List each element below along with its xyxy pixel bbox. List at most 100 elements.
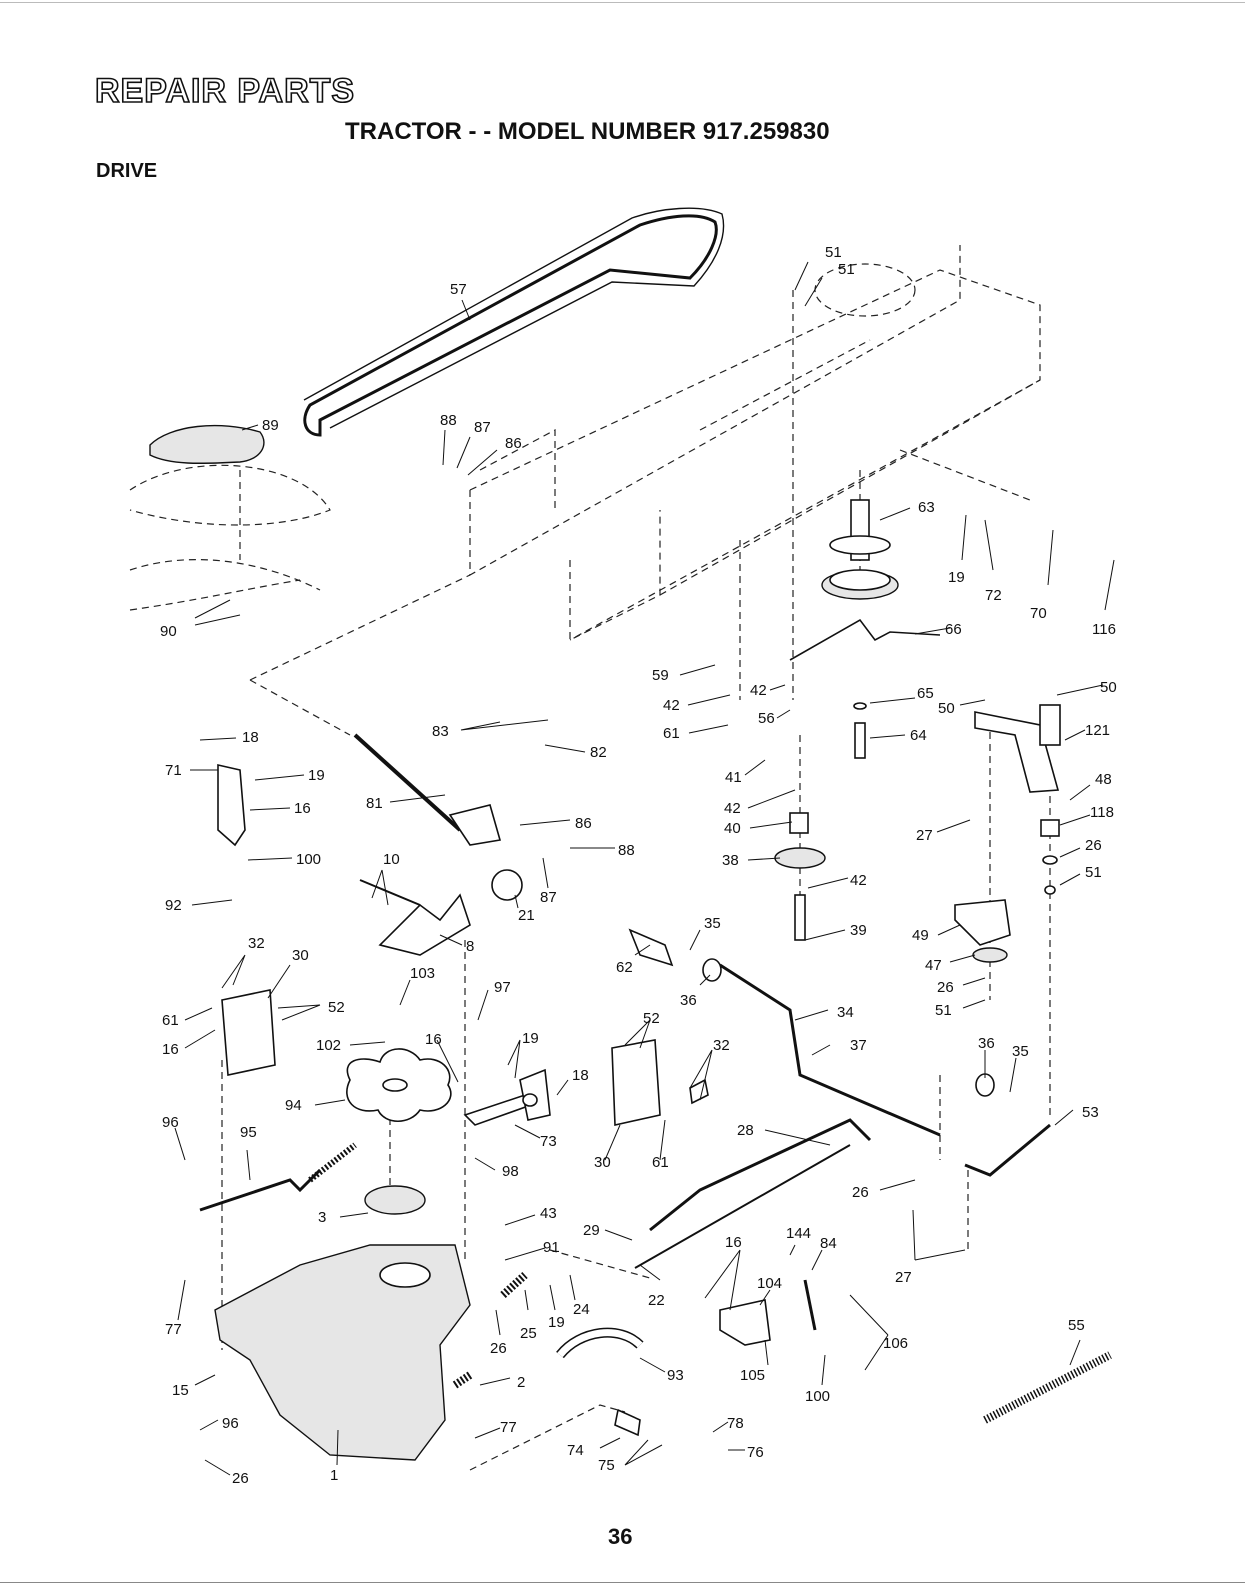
callout-42: 42 <box>750 682 767 699</box>
page-title: REPAIR PARTS <box>94 71 356 111</box>
callout-52: 52 <box>643 1010 660 1027</box>
callout-50: 50 <box>1100 679 1117 696</box>
callout-98: 98 <box>502 1163 519 1180</box>
transaxle-part-1 <box>214 1185 471 1461</box>
callout-30: 30 <box>292 947 309 964</box>
callout-27: 27 <box>916 827 933 844</box>
callout-82: 82 <box>590 744 607 761</box>
callout-96: 96 <box>162 1114 179 1131</box>
callout-51: 51 <box>1085 864 1102 881</box>
springs <box>452 1272 1112 1424</box>
callout-94: 94 <box>285 1097 302 1114</box>
callout-26: 26 <box>1085 837 1102 854</box>
callout-105: 105 <box>740 1367 765 1384</box>
callout-57: 57 <box>450 281 467 298</box>
callout-32: 32 <box>248 935 265 952</box>
bracket-part-71 <box>217 763 246 847</box>
hose-part-93 <box>556 1327 644 1359</box>
callout-75: 75 <box>598 1457 615 1474</box>
shift-linkage-81 <box>353 733 523 956</box>
callout-71: 71 <box>165 762 182 779</box>
callout-42: 42 <box>663 697 680 714</box>
callout-19: 19 <box>522 1030 539 1047</box>
callout-63: 63 <box>918 499 935 516</box>
callout-19: 19 <box>948 569 965 586</box>
callout-90: 90 <box>160 623 177 640</box>
callout-53: 53 <box>1082 1104 1099 1121</box>
callout-21: 21 <box>518 907 535 924</box>
callout-35: 35 <box>1012 1043 1029 1060</box>
callout-28: 28 <box>737 1122 754 1139</box>
callout-36: 36 <box>978 1035 995 1052</box>
callout-83: 83 <box>432 723 449 740</box>
callout-61: 61 <box>652 1154 669 1171</box>
callout-30: 30 <box>594 1154 611 1171</box>
callout-2: 2 <box>517 1374 525 1391</box>
callout-62: 62 <box>616 959 633 976</box>
callout-100: 100 <box>805 1388 830 1405</box>
top-border <box>0 2 1245 3</box>
callout-37: 37 <box>850 1037 867 1054</box>
callout-10: 10 <box>383 851 400 868</box>
callout-104: 104 <box>757 1275 782 1292</box>
callout-77: 77 <box>165 1321 182 1338</box>
callout-88: 88 <box>440 412 457 429</box>
callout-64: 64 <box>910 727 927 744</box>
callout-38: 38 <box>722 852 739 869</box>
axle-shaft-95 <box>199 1142 357 1212</box>
callout-51: 51 <box>825 244 842 261</box>
callout-87: 87 <box>540 889 557 906</box>
callout-81: 81 <box>366 795 383 812</box>
callout-34: 34 <box>837 1004 854 1021</box>
callout-77: 77 <box>500 1419 517 1436</box>
callout-78: 78 <box>727 1415 744 1432</box>
callout-leader-lines <box>174 261 1115 1476</box>
callout-19: 19 <box>548 1314 565 1331</box>
callout-labels: 57 51 51 89 88 87 86 63 19 72 70 116 90 … <box>160 244 1117 1487</box>
callout-61: 61 <box>162 1012 179 1029</box>
callout-86: 86 <box>505 435 522 452</box>
callout-16: 16 <box>294 800 311 817</box>
tractor-frame <box>129 245 1041 736</box>
model-subtitle: TRACTOR - - MODEL NUMBER 917.259830 <box>345 118 830 145</box>
callout-50: 50 <box>938 700 955 717</box>
callout-51: 51 <box>838 261 855 278</box>
bracket-plate-30 <box>221 989 661 1126</box>
callout-22: 22 <box>648 1292 665 1309</box>
callout-72: 72 <box>985 587 1002 604</box>
callout-76: 76 <box>747 1444 764 1461</box>
small-parts <box>522 928 995 1437</box>
callout-15: 15 <box>172 1382 189 1399</box>
callout-3: 3 <box>318 1209 326 1226</box>
callout-116: 116 <box>1092 621 1116 638</box>
callout-144: 144 <box>786 1225 811 1242</box>
callout-19: 19 <box>308 767 325 784</box>
callout-24: 24 <box>573 1301 590 1318</box>
callout-88: 88 <box>618 842 635 859</box>
callout-40: 40 <box>724 820 741 837</box>
callout-26: 26 <box>490 1340 507 1357</box>
callout-16: 16 <box>725 1234 742 1251</box>
callout-96: 96 <box>222 1415 239 1432</box>
pulley-assembly-63 <box>789 499 941 759</box>
callout-29: 29 <box>583 1222 600 1239</box>
callout-18: 18 <box>572 1067 589 1084</box>
callout-86: 86 <box>575 815 592 832</box>
callout-97: 97 <box>494 979 511 996</box>
callout-41: 41 <box>725 769 742 786</box>
callout-26: 26 <box>852 1184 869 1201</box>
callout-87: 87 <box>474 419 491 436</box>
callout-84: 84 <box>820 1235 837 1252</box>
bottom-border <box>0 1582 1245 1583</box>
callout-49: 49 <box>912 927 929 944</box>
callout-52: 52 <box>328 999 345 1016</box>
callout-121: 121 <box>1085 722 1110 739</box>
callout-59: 59 <box>652 667 669 684</box>
callout-65: 65 <box>917 685 934 702</box>
callout-103: 103 <box>410 965 435 982</box>
callout-118: 118 <box>1090 804 1114 821</box>
drive-pulley-38 <box>774 812 826 941</box>
callout-43: 43 <box>540 1205 557 1222</box>
callout-74: 74 <box>567 1442 584 1459</box>
callout-1: 1 <box>330 1467 338 1484</box>
